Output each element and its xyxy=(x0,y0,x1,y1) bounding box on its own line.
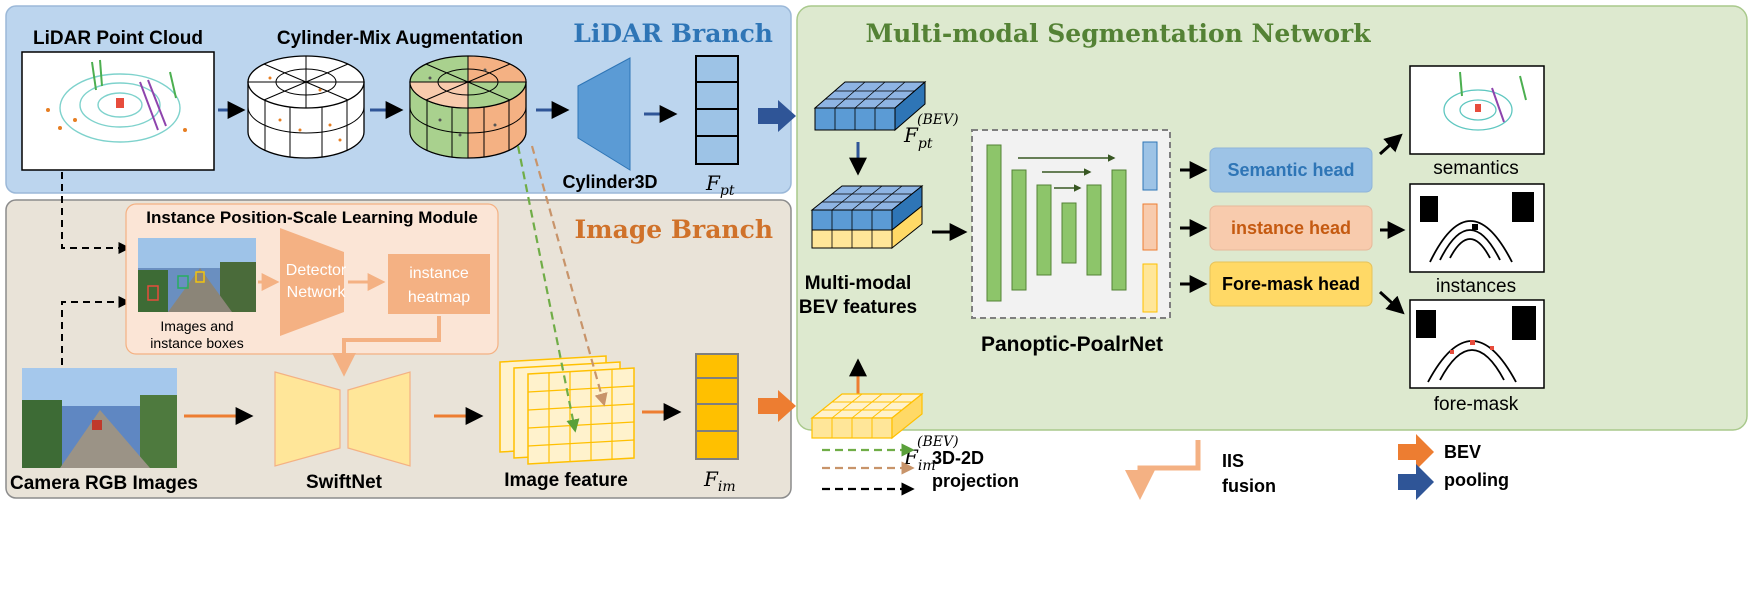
foremask-label: fore-mask xyxy=(1434,394,1519,415)
module-title: Instance Position-Scale Learning Module xyxy=(146,208,478,227)
lidar-point-cloud-image xyxy=(21,51,215,171)
camera-rgb-image xyxy=(22,368,177,468)
multimodal-label-1: Multi-modal xyxy=(805,273,912,294)
multimodal-label-2: BEV features xyxy=(799,297,917,318)
instances-label: instances xyxy=(1436,276,1516,297)
fpt-feature-stack xyxy=(695,55,739,165)
foremask-head-box xyxy=(1209,261,1373,307)
images-boxes-label-2: instance boxes xyxy=(150,335,243,351)
fim-label: Fim xyxy=(703,467,736,495)
semantic-head-label: Semantic head xyxy=(1227,160,1354,180)
legend: 3D-2D projection IIS fusion BEV pooling xyxy=(822,434,1509,500)
bev-pooling-arrow-image xyxy=(758,390,796,422)
bev-pooling-arrow-lidar xyxy=(758,100,796,132)
panoptic-layers xyxy=(986,141,1158,313)
fpt-bev-block xyxy=(813,80,927,132)
legend-pooling-2: pooling xyxy=(1444,470,1509,490)
semantic-head-box xyxy=(1209,147,1373,193)
legend-blue-arrow xyxy=(1398,464,1434,500)
legend-projection-1: 3D-2D xyxy=(932,448,984,468)
foremask-head-label: Fore-mask head xyxy=(1222,274,1360,294)
instance-head-label: instance head xyxy=(1231,218,1351,238)
cylinder3d-network xyxy=(577,57,631,171)
fpt-bev-sup: (BEV) xyxy=(917,112,959,128)
lidar-branch-title: LiDAR Branch xyxy=(573,19,773,48)
detector-network xyxy=(280,228,344,336)
panoptic-label: Panoptic-PoalrNet xyxy=(981,333,1163,356)
projection-arrow-green xyxy=(516,145,580,433)
dashed-camera-to-module xyxy=(61,296,131,365)
legend-orange-arrow xyxy=(1398,434,1434,470)
point-cloud-label: LiDAR Point Cloud xyxy=(33,28,203,49)
image-feature-label: Image feature xyxy=(504,470,628,491)
legend-pooling-1: BEV xyxy=(1444,442,1481,462)
instances-output-image xyxy=(1409,183,1545,273)
augmentation-label: Cylinder-Mix Augmentation xyxy=(277,28,523,49)
fim-feature-stack xyxy=(695,353,739,460)
detector-label-1: Detector xyxy=(286,262,347,279)
iis-fusion-arrow xyxy=(332,316,441,377)
cylinder3d-label: Cylinder3D xyxy=(562,172,657,192)
cylinder-mix-grid xyxy=(409,55,527,159)
swiftnet-decoder xyxy=(347,371,411,467)
images-boxes-label-1: Images and xyxy=(160,318,233,334)
legend-fusion-arrow xyxy=(1125,440,1201,500)
arrow-foremask-out xyxy=(1378,290,1405,315)
legend-fusion-2: fusion xyxy=(1222,476,1276,496)
swiftnet-label: SwiftNet xyxy=(306,472,383,493)
heatmap-label-2: heatmap xyxy=(408,289,470,306)
dashed-pc-to-module xyxy=(61,172,131,254)
instance-heatmap-box xyxy=(388,254,490,314)
arrow-semantic-out xyxy=(1378,133,1403,156)
image-branch-title: Image Branch xyxy=(574,215,773,244)
semantics-output-image xyxy=(1409,65,1545,155)
foremask-output-image xyxy=(1409,299,1545,389)
projection-arrow-tan xyxy=(530,145,608,407)
semantics-label: semantics xyxy=(1433,158,1519,179)
seg-network-title: Multi-modal Segmentation Network xyxy=(865,19,1371,48)
camera-label: Camera RGB Images xyxy=(10,473,198,494)
detector-label-2: Network xyxy=(287,284,347,301)
images-with-boxes xyxy=(138,238,256,312)
fim-bev-block xyxy=(810,392,924,440)
swiftnet-encoder xyxy=(274,371,341,467)
fim-bev-sup: (BEV) xyxy=(917,434,959,450)
image-feature-maps xyxy=(499,355,635,465)
multimodal-bev-block xyxy=(810,184,924,250)
cylinder-voxel-grid xyxy=(247,55,365,159)
legend-fusion-1: IIS xyxy=(1222,451,1244,471)
fpt-bev-label: Fpt xyxy=(903,123,933,152)
instance-head-box xyxy=(1209,205,1373,251)
heatmap-label-1: instance xyxy=(409,265,469,282)
fpt-label: Fpt xyxy=(705,171,735,199)
legend-projection-2: projection xyxy=(932,471,1019,491)
